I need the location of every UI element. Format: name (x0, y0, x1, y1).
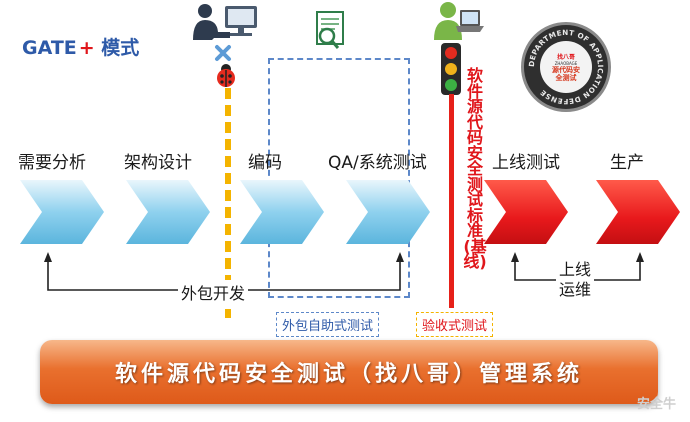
code-scan-icon (316, 11, 344, 49)
self-test-scope-box (268, 58, 410, 298)
stage-label-requirements: 需要分析 (18, 153, 86, 173)
plus-icon: + (78, 37, 95, 59)
developer-computer-icon (193, 4, 257, 40)
stage-label-production: 生产 (610, 153, 644, 173)
management-system-banner: 软件源代码安全测试（找八哥）管理系统 (40, 340, 658, 404)
traffic-light-icon (441, 43, 461, 95)
seal-top-text: 找八哥 (556, 54, 575, 61)
banner-text: 软件源代码安全测试（找八哥）管理系统 (114, 362, 583, 387)
acceptance-test-tag: 验收式测试 (416, 312, 494, 337)
mode-title-suffix: 模式 (94, 37, 140, 59)
chevron-launch-test (484, 180, 568, 244)
department-seal: DEPARTMENT OF APPLICATION DEFENSE 找八哥 ZH… (521, 22, 611, 112)
chevron-coding (240, 180, 324, 244)
self-test-tag: 外包自助式测试 (276, 312, 380, 337)
tester-laptop-icon (434, 2, 484, 40)
bug-icon (217, 64, 235, 87)
baseline-standard-label: 软件源代码安全测试标准(基线) (463, 66, 487, 271)
ops-label-line1: 上线 (559, 260, 592, 279)
ops-label-line2: 运维 (559, 280, 592, 299)
chevron-requirements (20, 180, 104, 244)
chevron-architecture (126, 180, 210, 244)
seal-sub-text: ZHAOBAGE (554, 61, 578, 66)
chevron-qa (346, 180, 430, 244)
stage-label-coding: 编码 (248, 153, 282, 173)
watermark: 安全牛 (636, 397, 676, 412)
outsource-gate-line (225, 88, 231, 318)
mode-title-text: GATE (22, 37, 77, 59)
seal-mid-text: 源代码安全测试 (552, 66, 580, 82)
mode-title: GATE+ 模式 (22, 33, 139, 60)
chevron-production (596, 180, 680, 244)
blocked-x-icon (215, 45, 231, 61)
stage-label-architecture: 架构设计 (124, 153, 192, 173)
outsource-dev-label: 外包开发 (178, 280, 249, 304)
acceptance-gate-line (449, 94, 454, 308)
stage-label-qa: QA/系统测试 (328, 153, 427, 173)
ops-label: 上线 运维 (556, 260, 595, 300)
stage-label-launch-test: 上线测试 (492, 153, 560, 173)
